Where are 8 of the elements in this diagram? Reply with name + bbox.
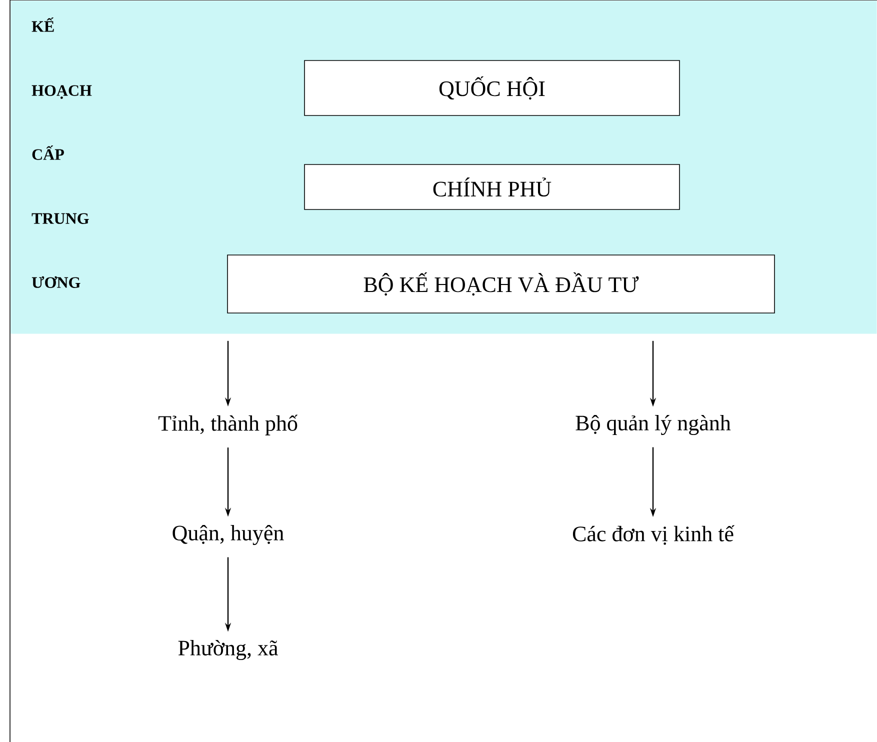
unit-label: Các đơn vị kinh tế	[572, 525, 734, 545]
unit-label: Bộ quản lý ngành	[576, 414, 731, 436]
process-box: BỘ KẾ HOẠCH VÀ ĐẦU TƯ	[227, 254, 775, 314]
unit-label: Tỉnh, thành phố	[158, 414, 298, 436]
process-box: QUỐC HỘI	[304, 60, 680, 116]
unit-label: Quận, huyện	[172, 524, 284, 546]
process-box: CHÍNH PHỦ	[304, 164, 680, 210]
unit-label: Phường, xã	[178, 640, 278, 660]
